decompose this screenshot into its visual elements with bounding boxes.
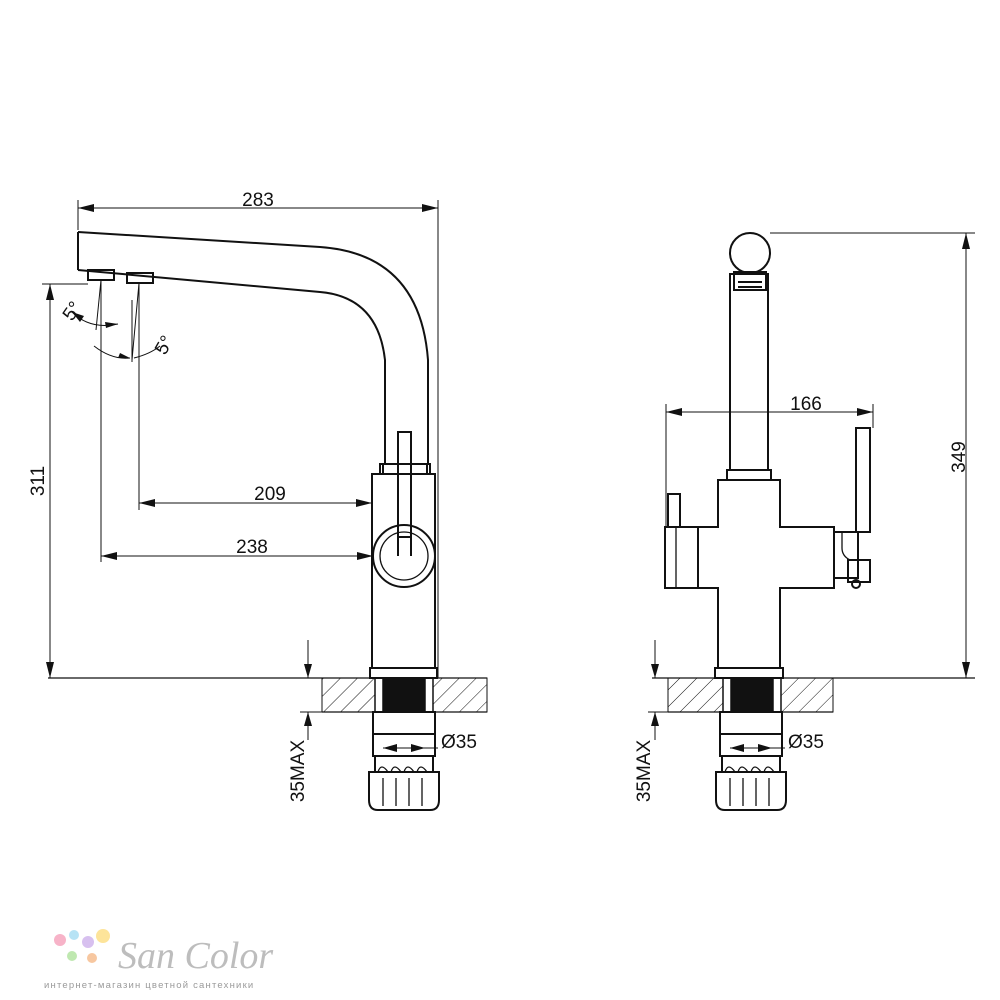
front-view: 166 349 35MAX Ø35 bbox=[634, 232, 975, 811]
handle-knob-left bbox=[372, 524, 436, 588]
dim-label-hole-right: Ø35 bbox=[788, 732, 824, 753]
logo-dot-3 bbox=[82, 936, 94, 948]
dim-label-hole-left: Ø35 bbox=[441, 732, 477, 753]
mounting-fitting-right bbox=[715, 771, 787, 811]
mounting-nut-right bbox=[719, 711, 783, 735]
logo-dot-5 bbox=[67, 951, 77, 961]
dim-label-349: 349 bbox=[949, 441, 970, 473]
spout-pipe-left bbox=[77, 231, 429, 464]
mounting-fitting-left bbox=[368, 771, 440, 811]
mounting-stud-right bbox=[731, 678, 773, 712]
right-handle-right bbox=[833, 531, 859, 579]
filter-lever-left bbox=[397, 431, 412, 538]
spout-stem-right bbox=[729, 273, 769, 471]
dim-label-283: 283 bbox=[242, 190, 274, 211]
dim-label-166: 166 bbox=[790, 394, 822, 415]
mounting-stud-left bbox=[383, 678, 425, 712]
logo-dot-6 bbox=[87, 953, 97, 963]
faucet-body-right bbox=[697, 479, 835, 669]
mounting-nut-left bbox=[372, 711, 436, 735]
logo-tagline: интернет-магазин цветной сантехники bbox=[44, 980, 254, 991]
base-ring-left bbox=[369, 667, 438, 679]
dim-label-35max-right: 35MAX bbox=[634, 740, 655, 803]
dim-label-238: 238 bbox=[236, 537, 268, 558]
angle-label-1: 5° bbox=[59, 298, 87, 325]
sancolor-logo: San Color интернет-магазин цветной санте… bbox=[44, 929, 273, 991]
base-ring-right bbox=[714, 667, 784, 679]
logo-dot-4 bbox=[96, 929, 110, 943]
logo-dot-2 bbox=[69, 930, 79, 940]
angle-label-2: 5° bbox=[151, 332, 178, 358]
dim-label-35max-left: 35MAX bbox=[288, 740, 309, 803]
logo-dot-1 bbox=[54, 934, 66, 946]
logo-name: San Color bbox=[118, 935, 273, 977]
dim-label-311: 311 bbox=[28, 466, 49, 496]
left-handle-right bbox=[664, 526, 699, 589]
filter-lever-right bbox=[855, 427, 871, 533]
dim-label-209: 209 bbox=[254, 484, 286, 505]
faucet-body-left bbox=[371, 473, 436, 669]
spout-head-right bbox=[729, 232, 771, 274]
side-view: 283 311 209 238 5° 5° bbox=[28, 190, 488, 811]
